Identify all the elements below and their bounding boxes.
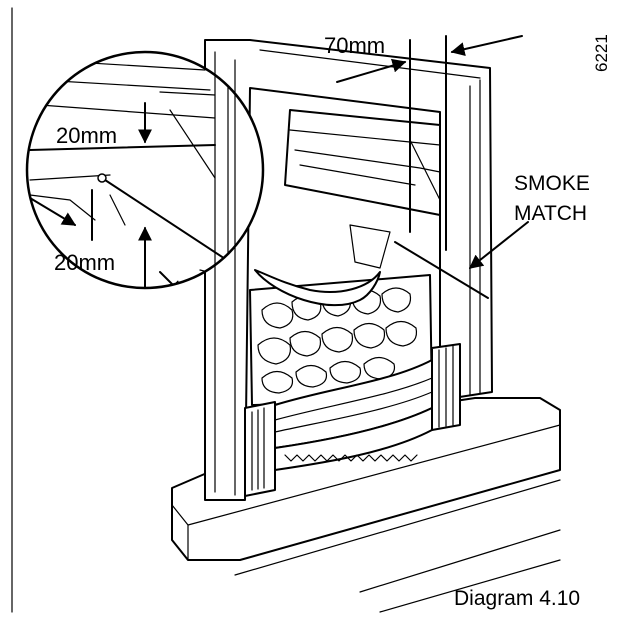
dimension-20mm-bottom-label: 20mm [54, 250, 115, 275]
smoke-label: SMOKE [514, 172, 590, 195]
match-label: MATCH [514, 202, 587, 225]
dimension-20mm-top-label: 20mm [56, 123, 117, 148]
smoke-match-line [394, 221, 529, 299]
figure-id-label: 6221 [592, 34, 611, 72]
canopy [284, 109, 441, 269]
diagram-caption: Diagram 4.10 [454, 587, 580, 610]
dimension-70mm-label: 70mm [324, 33, 385, 58]
dimension-70mm [336, 35, 523, 251]
fret-front [244, 343, 461, 497]
